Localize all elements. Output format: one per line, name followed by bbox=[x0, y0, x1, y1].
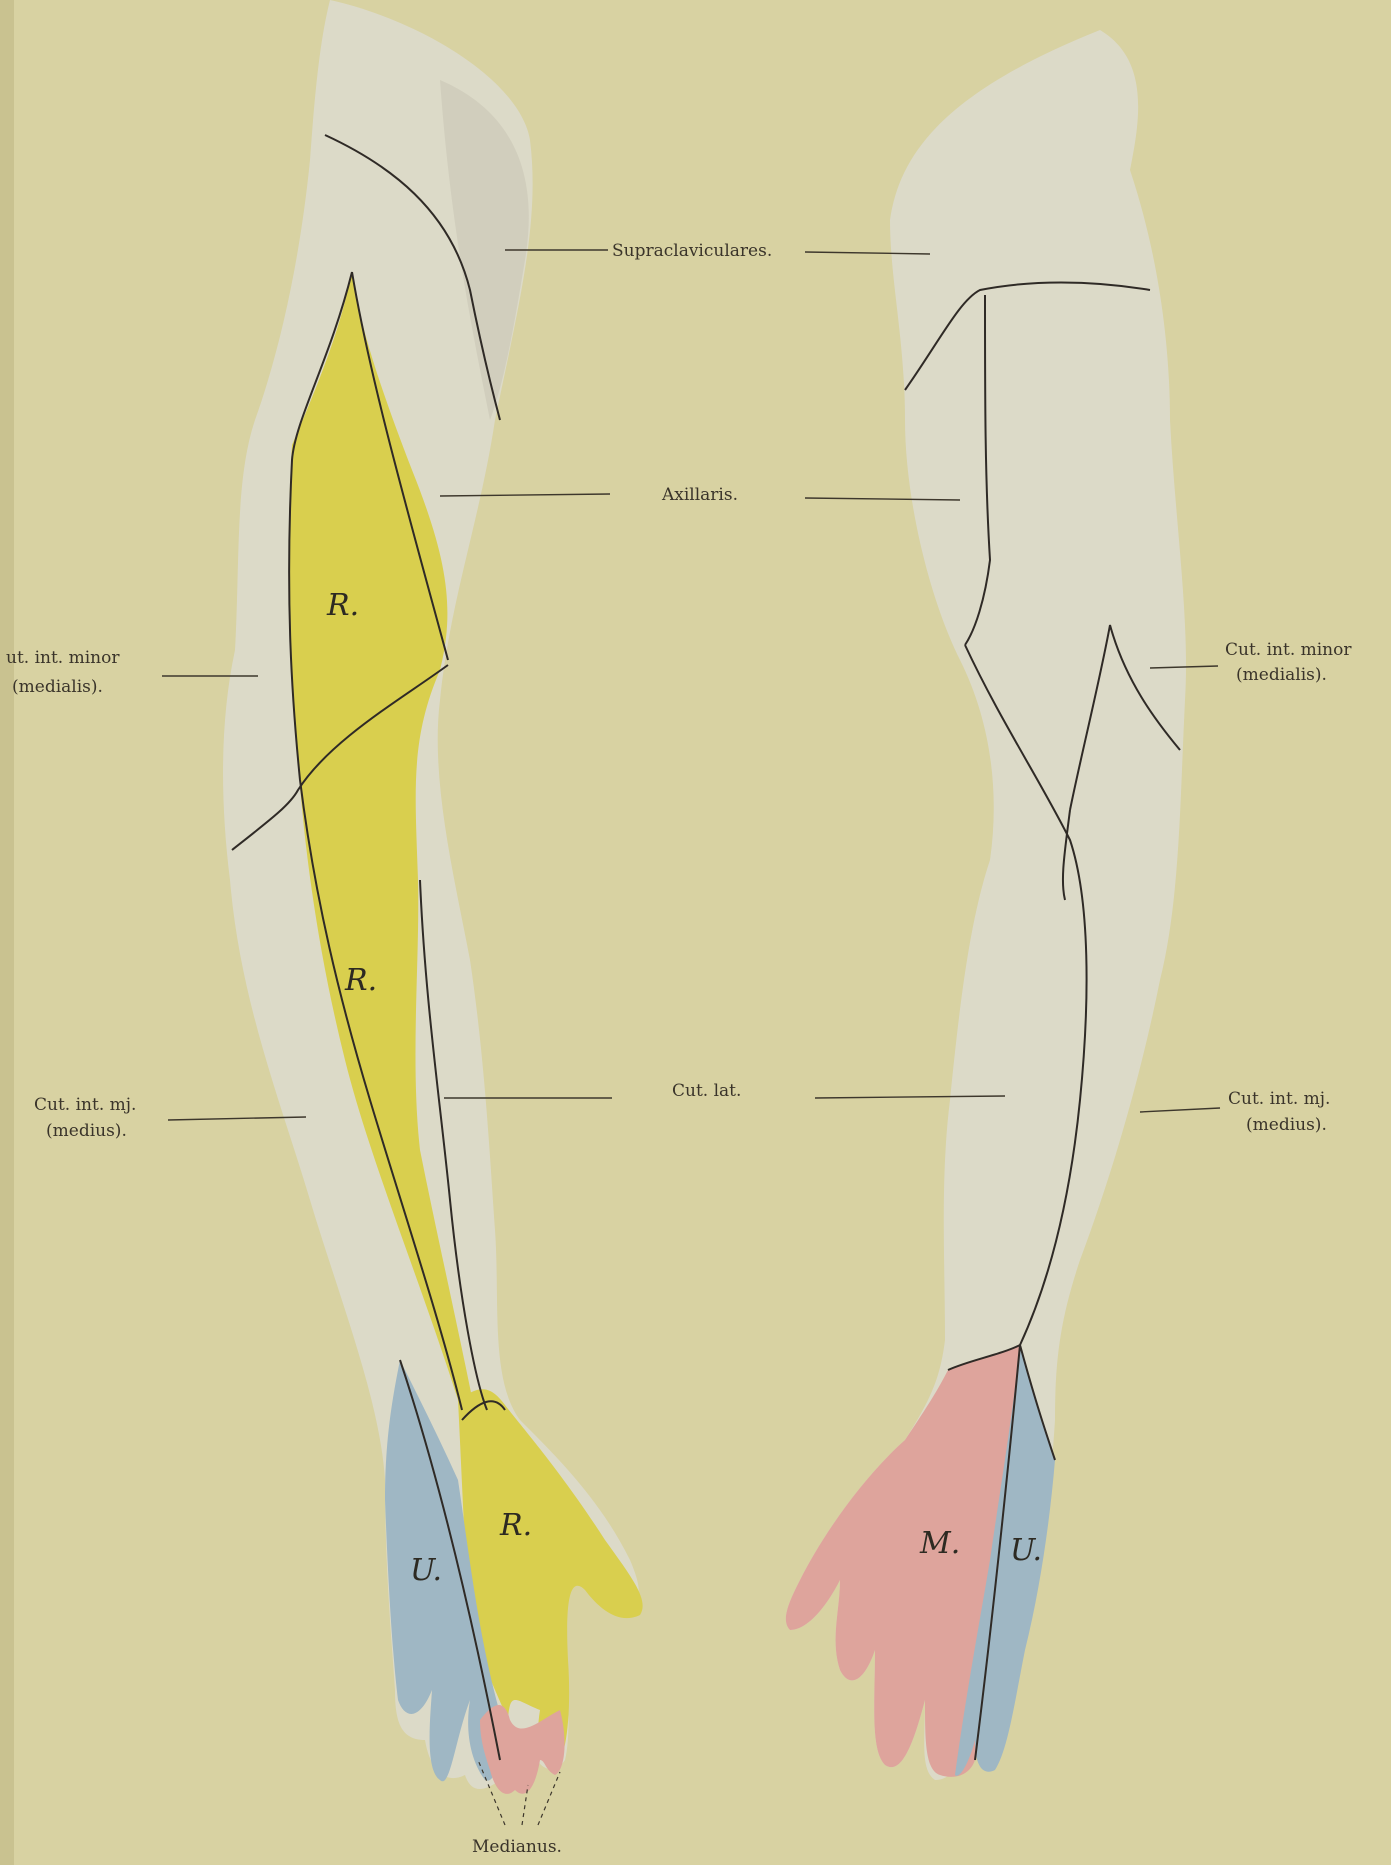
label-cut-lat: Cut. lat. bbox=[672, 1081, 741, 1101]
region-label-m-right: M. bbox=[919, 1526, 960, 1561]
region-label-r-hand: R. bbox=[499, 1508, 532, 1543]
label-cut-int-minor-right-2: (medialis). bbox=[1236, 665, 1327, 685]
label-cut-int-mj-right-1: Cut. int. mj. bbox=[1228, 1089, 1330, 1109]
label-medianus: Medianus. bbox=[472, 1837, 562, 1857]
region-label-u-right: U. bbox=[1010, 1533, 1042, 1568]
label-supraclaviculares: Supraclaviculares. bbox=[612, 241, 772, 261]
label-cut-int-mj-right-2: (medius). bbox=[1246, 1115, 1327, 1135]
label-cut-int-mj-left-1: Cut. int. mj. bbox=[34, 1095, 136, 1115]
label-axillaris: Axillaris. bbox=[661, 485, 738, 505]
region-label-r-forearm: R. bbox=[344, 963, 377, 998]
label-cut-int-minor-left-2: (medialis). bbox=[12, 677, 103, 697]
region-label-u-left: U. bbox=[410, 1553, 442, 1588]
leader-cut-int-mj-right bbox=[1140, 1108, 1220, 1112]
region-label-r-upper: R. bbox=[326, 588, 359, 623]
left-arm: R. R. R. U. bbox=[223, 0, 643, 1794]
label-cut-int-mj-left-2: (medius). bbox=[46, 1121, 127, 1141]
label-cut-int-minor-left-1: ut. int. minor bbox=[6, 648, 120, 668]
label-cut-int-minor-right-1: Cut. int. minor bbox=[1225, 640, 1352, 660]
right-arm: M. U. bbox=[786, 30, 1186, 1780]
page-edge bbox=[0, 0, 14, 1865]
